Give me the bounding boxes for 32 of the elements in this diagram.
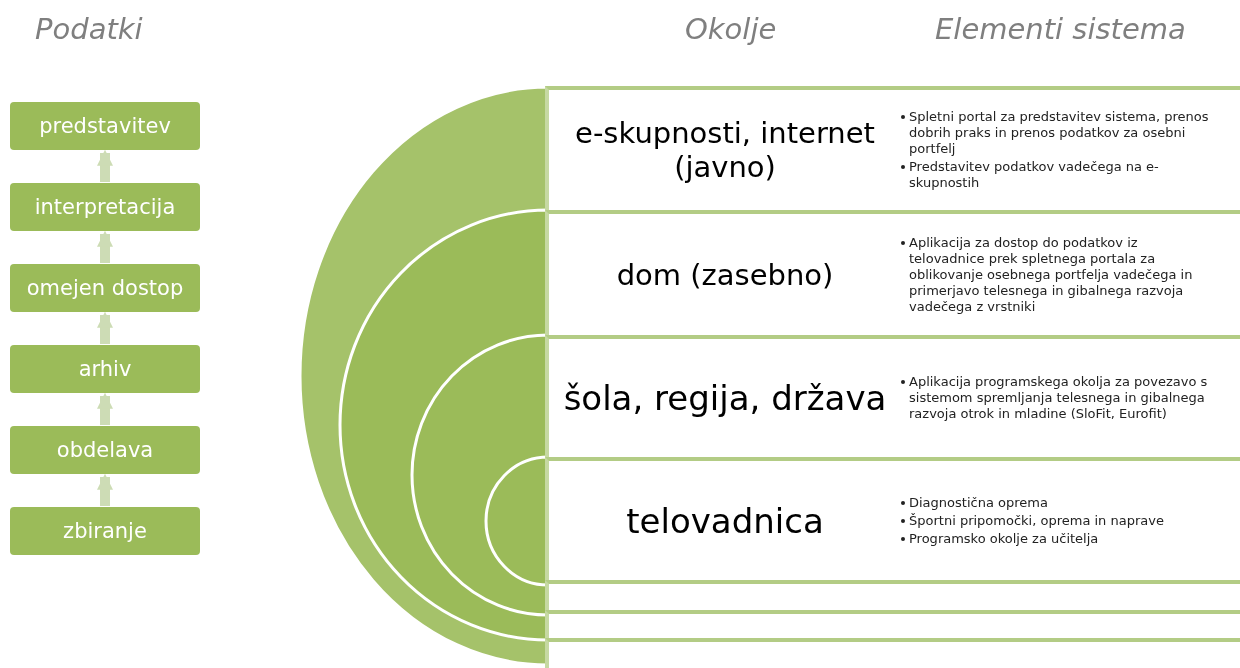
- bullet-item: Diagnostična oprema: [901, 494, 1213, 511]
- column-heading: Podatki: [35, 12, 143, 46]
- column-heading: Okolje: [685, 12, 777, 46]
- arrow: [97, 473, 113, 506]
- process-box: interpretacija: [10, 183, 200, 231]
- environment-heading: šola, regija, država: [562, 378, 888, 418]
- bullet-item: Spletni portal za predstavitev sistema, prenos dobrih praks in prenos podatkov za osebni portfelj: [901, 109, 1213, 157]
- bullet-item: Programsko okolje za učitelja: [901, 530, 1213, 547]
- arrow: [97, 230, 113, 263]
- bullet-item: Predstavitev podatkov vadečega na e-skupnostih: [901, 159, 1213, 191]
- environment-band: [545, 335, 1240, 457]
- arrow: [97, 149, 113, 182]
- environment-band: [545, 210, 1240, 335]
- environment-heading: telovadnica: [625, 500, 825, 541]
- environment-heading: e-skupnosti, internet (javno): [574, 116, 876, 184]
- process-box: zbiranje: [10, 507, 200, 555]
- column-heading: Elementi sistema: [935, 12, 1186, 46]
- environment-band: [545, 86, 1240, 210]
- process-box: omejen dostop: [10, 264, 200, 312]
- arrow: [97, 392, 113, 425]
- bullet-item: Športni pripomočki, oprema in naprave: [901, 512, 1213, 529]
- environment-band: [545, 638, 1240, 668]
- environment-band: [545, 610, 1240, 638]
- bullet-item: Aplikacija programskega okolja za povezavo s sistemom spremljanja telesnega in gibalnega razvoja otrok in mladine (SloFit, Eurofit): [901, 374, 1213, 422]
- process-box: obdelava: [10, 426, 200, 474]
- environment-heading: dom (zasebno): [615, 257, 835, 292]
- process-box: predstavitev: [10, 102, 200, 150]
- bullet-item: Aplikacija za dostop do podatkov iz telovadnice prek spletnega portala za oblikovanje osebnega portfelja vadečega in primerjavo telesnega in gibalnega razvoja vadečega z vrstniki: [901, 234, 1213, 315]
- environment-band: [545, 457, 1240, 580]
- process-box: arhiv: [10, 345, 200, 393]
- arrow: [97, 311, 113, 344]
- environment-band: [545, 580, 1240, 610]
